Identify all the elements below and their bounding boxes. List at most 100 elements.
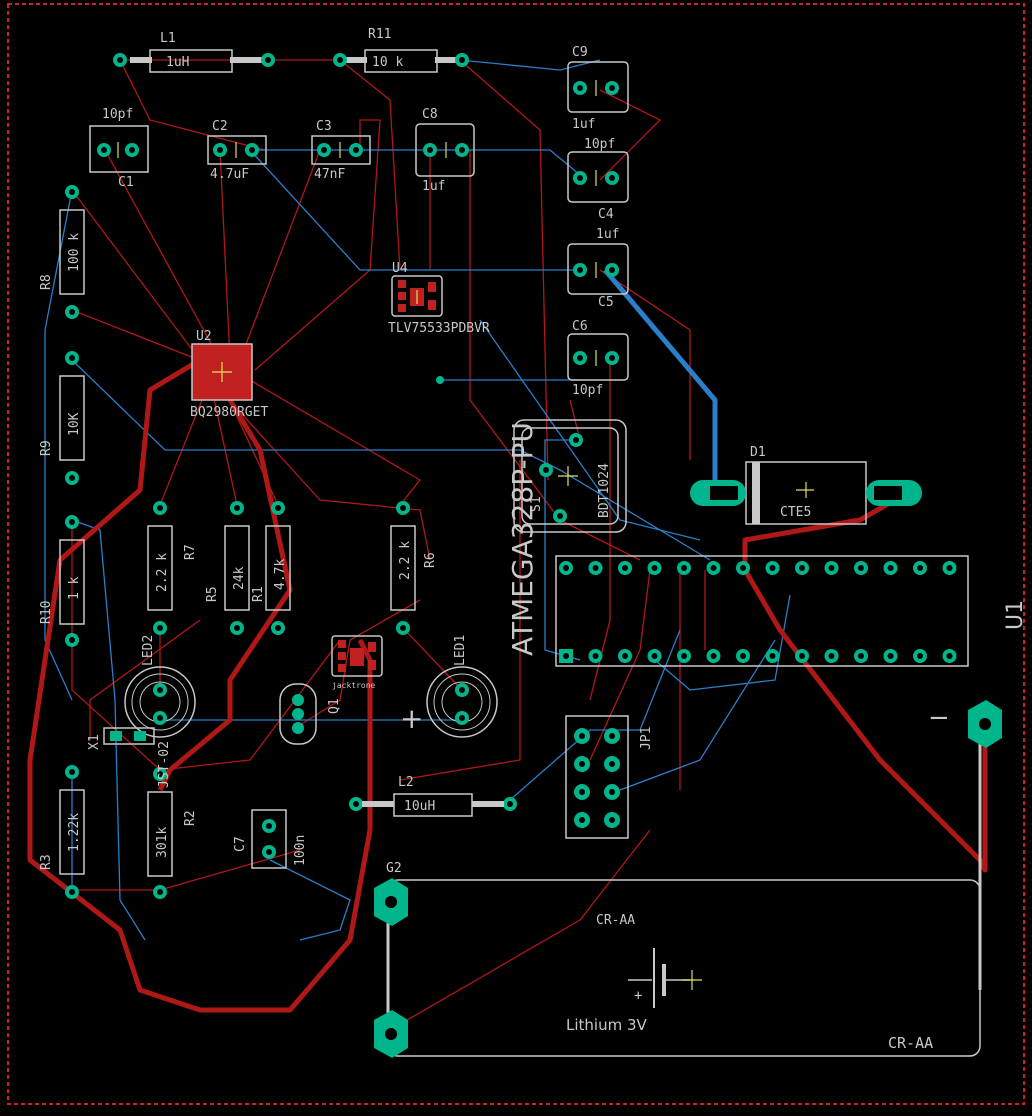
jp1-pin-7-hole	[579, 817, 585, 823]
component-r1: R1 4.7k	[251, 501, 291, 635]
q1-ref: Q1	[327, 698, 342, 714]
via	[436, 376, 444, 384]
jp1-pin-8-hole	[609, 817, 615, 823]
g2-plus: +	[400, 702, 423, 735]
jp1-pin-2-hole	[609, 733, 615, 739]
component-r3: R3 1.22k	[39, 765, 85, 899]
component-c6: C6 10pf	[567, 319, 629, 398]
component-c5: 1uf C5	[567, 227, 629, 310]
r2-ref: R2	[183, 810, 198, 826]
u1-pins	[559, 561, 957, 663]
u1-value: ATMEGA328P-PU	[506, 422, 539, 656]
u1-pin-top-11-hole	[858, 565, 864, 571]
g2-ref: G2	[386, 861, 402, 876]
r10-ref: R10	[39, 601, 54, 624]
c2-value: 4.7uF	[210, 167, 249, 182]
g2-chemistry: Lithium 3V	[566, 1016, 648, 1034]
u1-pin-bottom-4-hole	[651, 653, 658, 659]
c1-value: 10pf	[102, 107, 133, 122]
d1-value: CTE5	[780, 505, 811, 520]
c1-ref: C1	[118, 175, 134, 190]
component-l1: L1 1uH	[113, 31, 275, 73]
component-l2: L2 10uH	[349, 775, 517, 817]
c4-value: 10pf	[584, 137, 615, 152]
u1-pin-top-4-hole	[651, 565, 658, 571]
r3-ref: R3	[39, 854, 54, 870]
g2-value: CR-AA	[596, 913, 635, 928]
component-r11: R11 10 k	[333, 27, 469, 73]
u1-pin-top-9-hole	[799, 565, 805, 571]
u1-pin-top-2-hole	[592, 565, 599, 571]
c2-ref: C2	[212, 119, 228, 134]
jp1-pin-4-hole	[609, 761, 615, 767]
d1-ref: D1	[750, 445, 766, 460]
u4-value: TLV75533PDBVR	[388, 321, 490, 336]
u2-value: BQ2980RGET	[190, 405, 268, 420]
u1-pin-bottom-8-hole	[769, 653, 776, 659]
c3-value: 47nF	[314, 167, 345, 182]
r3-value: 1.22k	[67, 813, 82, 852]
u1-pin-top-10-hole	[828, 565, 835, 571]
r9-ref: R9	[39, 440, 54, 456]
u1-pin-top-12-hole	[887, 565, 894, 571]
u3-value: jacktrone	[332, 681, 376, 690]
component-s1: S1 BDT1024	[513, 419, 627, 533]
component-u2: U2 BQ2980RGET	[190, 329, 268, 420]
component-d1: D1 CTE5	[690, 445, 922, 525]
u1-pin-top-5-hole	[681, 565, 687, 571]
u1-pin-bottom-12-hole	[887, 653, 894, 659]
component-x1: X1 JST-02	[87, 727, 172, 788]
u1-pin-top-14-hole	[946, 565, 953, 571]
c9-ref: C9	[572, 45, 588, 60]
component-r5: R5 24k	[205, 501, 250, 635]
r7-value: 2.2 k	[155, 553, 170, 592]
r5-ref: R5	[205, 586, 220, 602]
component-c9: C9 1uf	[567, 45, 629, 132]
l1-ref: L1	[160, 31, 176, 46]
r7-ref: R7	[183, 544, 198, 560]
component-c4: 10pf C4	[567, 137, 629, 222]
component-led1: LED1	[426, 635, 498, 738]
r8-ref: R8	[39, 274, 54, 290]
u1-pin-top-3-hole	[622, 565, 628, 571]
c9-value: 1uf	[572, 117, 595, 132]
x1-value: JST-02	[157, 741, 172, 788]
u1-pin-bottom-14-hole	[946, 653, 953, 659]
c7-ref: C7	[233, 836, 248, 852]
component-u4: U4 TLV75533PDBVR	[388, 261, 490, 336]
c3-ref: C3	[316, 119, 332, 134]
c6-ref: C6	[572, 319, 588, 334]
component-c7: C7 100n	[233, 809, 308, 869]
u1-ref: U1	[1003, 600, 1028, 630]
svg-text:+: +	[634, 988, 642, 1004]
component-q1: Q1	[279, 683, 342, 745]
component-r8: R8 100 k	[39, 185, 85, 319]
component-u3: jacktrone	[331, 635, 383, 690]
l2-value: 10uH	[404, 799, 435, 814]
r8-value: 100 k	[67, 233, 82, 272]
s1-value: BDT1024	[597, 463, 612, 518]
bottom-layer-traces	[44, 59, 791, 941]
led2-ref: LED2	[141, 635, 156, 666]
jp1-ref: JP1	[639, 727, 654, 750]
c6-value: 10pf	[572, 383, 603, 398]
g2-minus: −	[928, 703, 950, 733]
component-jp1: JP1	[565, 715, 654, 839]
u1-pin-bottom-9-hole	[799, 653, 805, 659]
u1-pin-bottom-13-hole	[917, 653, 923, 659]
u2-ref: U2	[196, 329, 212, 344]
component-led2: LED2	[124, 635, 196, 738]
component-c8: C8 1uf	[415, 107, 475, 194]
u4-ref: U4	[392, 261, 408, 276]
c7-value: 100n	[293, 835, 308, 866]
u1-pin-top-1-hole	[563, 565, 569, 571]
u1-pin-bottom-6-hole	[710, 653, 717, 659]
board-outline	[7, 3, 1025, 1105]
jp1-pin-6-hole	[609, 789, 615, 795]
component-r2: R2 301k	[147, 767, 198, 899]
jp1-pin-3-hole	[579, 761, 585, 767]
r6-value: 2.2 k	[398, 541, 413, 580]
u1-pin-bottom-3-hole	[622, 653, 628, 659]
u1-pin-top-7-hole	[740, 565, 746, 571]
r10-value: 1 k	[67, 576, 82, 600]
